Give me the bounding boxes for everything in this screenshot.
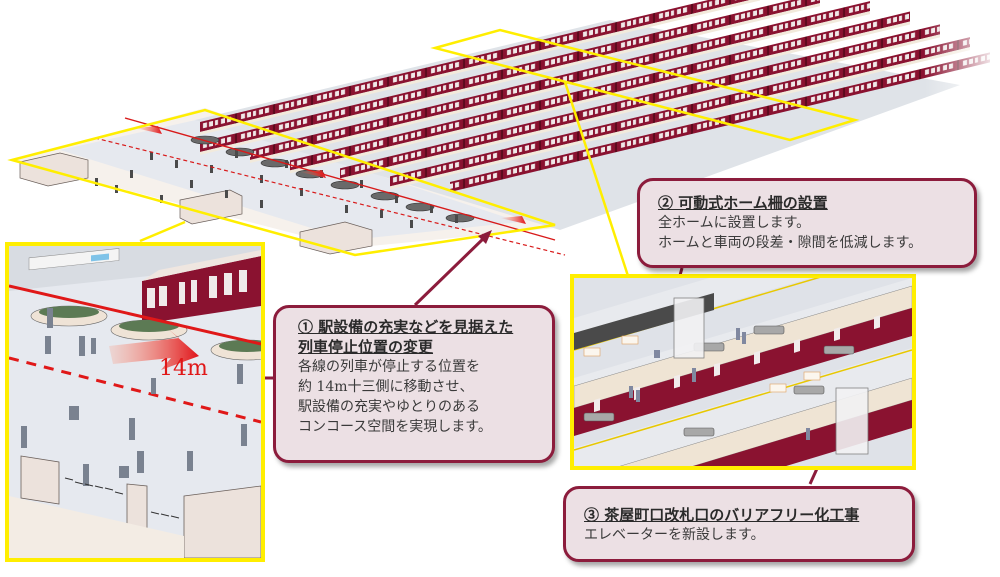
concourse-floor bbox=[10, 108, 555, 248]
callout-1-body-line-2: 約 14m十三側に移動させ、 bbox=[298, 379, 474, 395]
connector-concourse-inset bbox=[139, 220, 186, 243]
shift-arrow-1 bbox=[135, 126, 162, 134]
callout-3-body-line-1: エレベーターを新設します。 bbox=[584, 527, 765, 543]
shift-arrow-2 bbox=[300, 170, 326, 178]
callout-chayamachi-gate-barrier-free: ③ 茶屋町口改札口のバリアフリー化工事 エレベーターを新設します。 bbox=[563, 486, 915, 562]
shift-arrow-large bbox=[109, 328, 199, 370]
new-stop-line bbox=[94, 137, 566, 256]
platform-closeup-svg bbox=[574, 278, 912, 466]
callout-1-title-line-2: 列車停止位置の変更 bbox=[298, 338, 434, 356]
callout-1-body-line-1: 各線の列車が停止する位置を bbox=[298, 359, 480, 375]
highlight-frame-platform-doors bbox=[430, 28, 860, 142]
train-1-closeup bbox=[574, 285, 912, 436]
callout-1-body-line-4: コンコース空間を実現します。 bbox=[298, 419, 492, 435]
connector-platform-inset bbox=[563, 81, 630, 277]
callout-3-title: ③ 茶屋町口改札口のバリアフリー化工事 bbox=[584, 506, 860, 524]
train-closeup bbox=[142, 250, 261, 324]
inset-concourse-closeup: 14m bbox=[5, 242, 265, 562]
current-stop-line bbox=[124, 117, 556, 241]
elevator-shaft-1 bbox=[673, 297, 705, 359]
callout-2-title: ② 可動式ホーム柵の設置 bbox=[658, 194, 828, 212]
callout-platform-screen-doors: ② 可動式ホーム柵の設置 全ホームに設置します。 ホームと車両の段差・隙間を低減… bbox=[637, 178, 977, 268]
callout-1-title-line-1: ① 駅設備の充実などを見据えた bbox=[298, 318, 514, 336]
elevator-shaft-2 bbox=[835, 387, 869, 455]
callout-2-body-line-2: ホームと車両の段差・隙間を低減します。 bbox=[658, 235, 923, 251]
inset-platform-closeup bbox=[570, 274, 916, 470]
shift-distance-label: 14m bbox=[159, 356, 208, 381]
concourse-closeup-svg bbox=[9, 246, 261, 558]
callout-1-body-line-3: 駅設備の充実やゆとりのある bbox=[298, 399, 480, 415]
callout-2-body-line-1: 全ホームに設置します。 bbox=[658, 215, 811, 231]
highlight-frame-concourse bbox=[7, 108, 556, 257]
callout-stop-position-change: ① 駅設備の充実などを見据えた 列車停止位置の変更 各線の列車が停止する位置を … bbox=[273, 305, 555, 463]
shift-arrow-3 bbox=[500, 216, 526, 224]
